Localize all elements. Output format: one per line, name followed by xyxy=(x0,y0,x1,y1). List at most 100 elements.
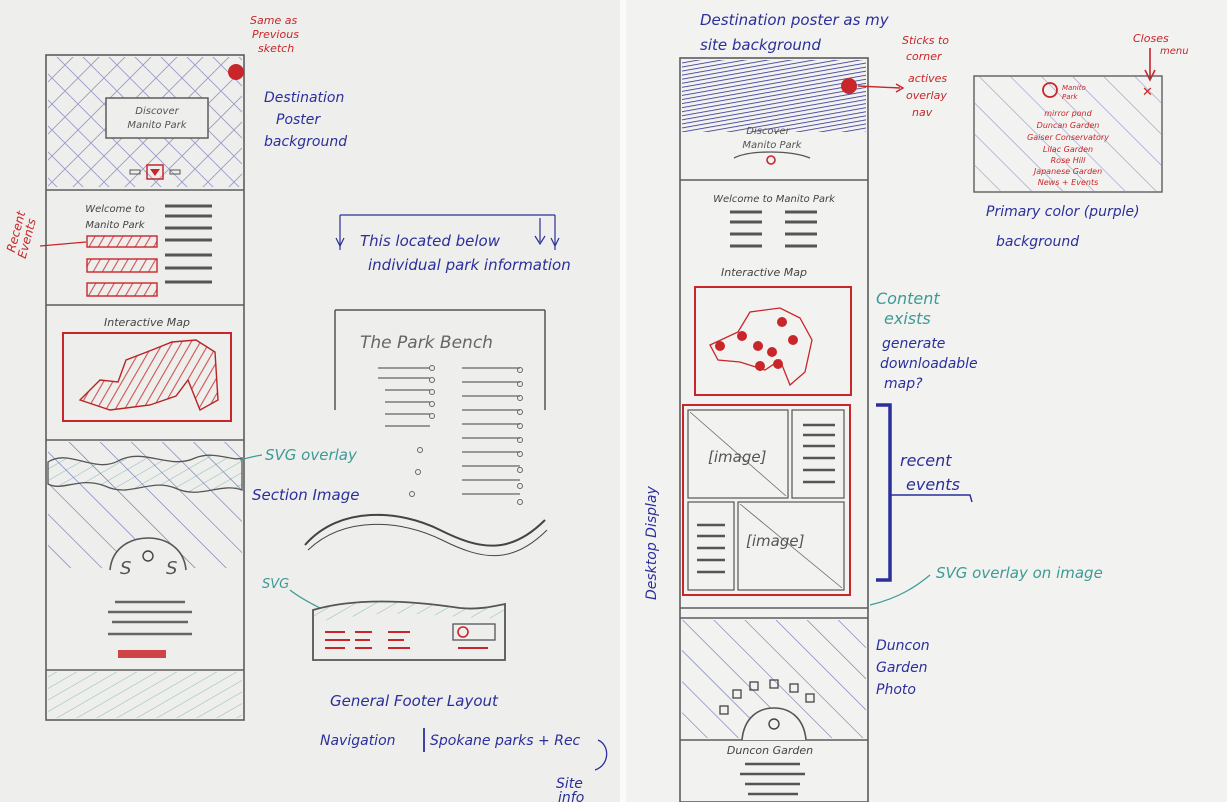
poster-banner-line2: Manito Park xyxy=(127,120,187,131)
note-closes-line2: menu xyxy=(1160,46,1189,57)
section-text-lines xyxy=(108,600,192,636)
desktop-map-box xyxy=(694,286,852,396)
overlay-menu-box xyxy=(973,75,1163,193)
desktop-welcome-title: Welcome to Manito Park xyxy=(713,194,836,205)
desktop-map-region xyxy=(709,307,813,387)
note-sticks-line2: corner xyxy=(906,50,943,63)
map-pin-icons xyxy=(715,317,798,371)
welcome-title-line1: Welcome to xyxy=(85,204,145,215)
left-mobile-wireframe xyxy=(45,54,245,721)
site-note-line2: info xyxy=(558,790,584,802)
pager-dot-icon xyxy=(129,169,141,175)
note-generate-line2: downloadable xyxy=(880,356,978,372)
menu-item-gaiser: Gaiser Conservatory xyxy=(1027,133,1109,142)
note-svg: SVG xyxy=(262,577,289,592)
desktop-poster-scribble xyxy=(682,60,866,132)
scroll-down-icon xyxy=(766,155,776,165)
menu-item-japanese: Japanese Garden xyxy=(1032,167,1102,176)
footer-wave-curve xyxy=(304,513,546,547)
fountain-icon xyxy=(768,718,780,730)
note-generate-line1: generate xyxy=(882,336,945,352)
note-same-line2: Previous xyxy=(252,28,299,41)
fountain-icon xyxy=(142,550,154,562)
swirl-icon: S xyxy=(120,558,131,579)
note-svg-overlay-image: SVG overlay on image xyxy=(936,564,1103,582)
note-content-line1: Content xyxy=(876,289,940,308)
menu-item-mirror-pond: mirror pond xyxy=(1044,109,1092,118)
garden-flower-icons xyxy=(719,679,815,715)
note-primary-color-line1: Primary color (purple) xyxy=(986,204,1140,220)
menu-item-rose-hill: Rose Hill xyxy=(1051,156,1087,165)
desktop-recent-events xyxy=(682,404,851,596)
footer-link-dots xyxy=(409,365,523,505)
welcome-text-lines xyxy=(165,204,212,284)
note-duncon-line1: Duncon xyxy=(876,638,930,654)
nav-circle-icon xyxy=(841,78,857,94)
close-menu-icon: ✕ xyxy=(1142,85,1153,100)
footer-page-outline xyxy=(334,309,546,410)
section-cta-button xyxy=(118,650,166,658)
note-destination-line1: Destination xyxy=(264,90,344,106)
desktop-welcome-text xyxy=(730,210,817,248)
note-content-line2: exists xyxy=(884,309,931,328)
scroll-down-icon xyxy=(146,164,164,180)
note-poster-bg-line1: Destination poster as my xyxy=(700,11,890,29)
poster-banner-line1: Discover xyxy=(135,106,179,117)
poster-banner-box xyxy=(105,97,209,139)
note-duncon-line3: Photo xyxy=(876,682,916,698)
footer-hatch xyxy=(48,672,242,718)
note-generate-line3: map? xyxy=(884,376,923,392)
svg-wave-overlay xyxy=(47,454,243,493)
desktop-map-title: Interactive Map xyxy=(721,266,807,279)
note-poster-bg-line2: site background xyxy=(700,36,821,54)
park-bench-logo: The Park Bench xyxy=(360,333,493,353)
map-region-shape xyxy=(78,339,219,411)
event-image-placeholder: [image] xyxy=(746,532,805,550)
note-closes-line1: Closes xyxy=(1133,32,1169,45)
footer-nav-lines xyxy=(325,631,488,649)
nav-caption-right: Spokane parks + Rec xyxy=(430,733,581,749)
map-title: Interactive Map xyxy=(104,316,190,329)
garden-text-lines xyxy=(740,762,805,796)
spokane-logo-box xyxy=(452,623,496,641)
menu-item-park: Park xyxy=(1062,93,1078,101)
spokane-logo-icon xyxy=(457,626,469,638)
menu-item-manito: Manito xyxy=(1062,84,1086,92)
chevron-down-icon xyxy=(150,169,160,176)
swirl-icon: S xyxy=(166,558,177,579)
desktop-banner-line1: Discover xyxy=(746,126,790,137)
menu-logo-icon xyxy=(1042,82,1058,98)
recent-events-bracket xyxy=(876,403,892,582)
desktop-banner-line2: Manito Park xyxy=(742,140,802,151)
garden-arch xyxy=(741,707,807,741)
nav-caption-left: Navigation xyxy=(320,733,396,749)
recent-event-cards xyxy=(86,235,158,297)
note-located-line2: individual park information xyxy=(368,256,571,274)
pager-dot-icon xyxy=(169,169,181,175)
note-destination-line2: Poster xyxy=(276,112,321,128)
note-primary-color-line2: background xyxy=(996,234,1079,250)
menu-item-duncan: Duncan Garden xyxy=(1037,121,1100,130)
note-same-line1: Same as xyxy=(250,14,297,27)
note-section-image: Section Image xyxy=(252,486,359,504)
note-sticks-line4: overlay xyxy=(906,89,947,102)
welcome-title-line2: Manito Park xyxy=(85,220,145,231)
site-note-line1: Site xyxy=(556,776,583,792)
note-same-line3: sketch xyxy=(258,42,294,55)
nav-circle-icon xyxy=(228,64,244,80)
note-sticks-line1: Sticks to xyxy=(902,34,949,47)
event-image-placeholder: [image] xyxy=(708,448,767,466)
interactive-map-box xyxy=(62,332,232,422)
note-svg-overlay: SVG overlay xyxy=(265,446,358,464)
note-destination-line3: background xyxy=(264,134,347,150)
note-duncon-line2: Garden xyxy=(876,660,928,676)
section-arch xyxy=(109,537,187,571)
note-located-line1: This located below xyxy=(360,232,501,250)
menu-item-lilac: Lilac Garden xyxy=(1043,145,1093,154)
footer-bracket xyxy=(335,214,560,250)
garden-caption: Duncon Garden xyxy=(727,744,813,757)
note-sticks-line5: nav xyxy=(912,106,933,119)
menu-item-news: News + Events xyxy=(1038,178,1099,187)
